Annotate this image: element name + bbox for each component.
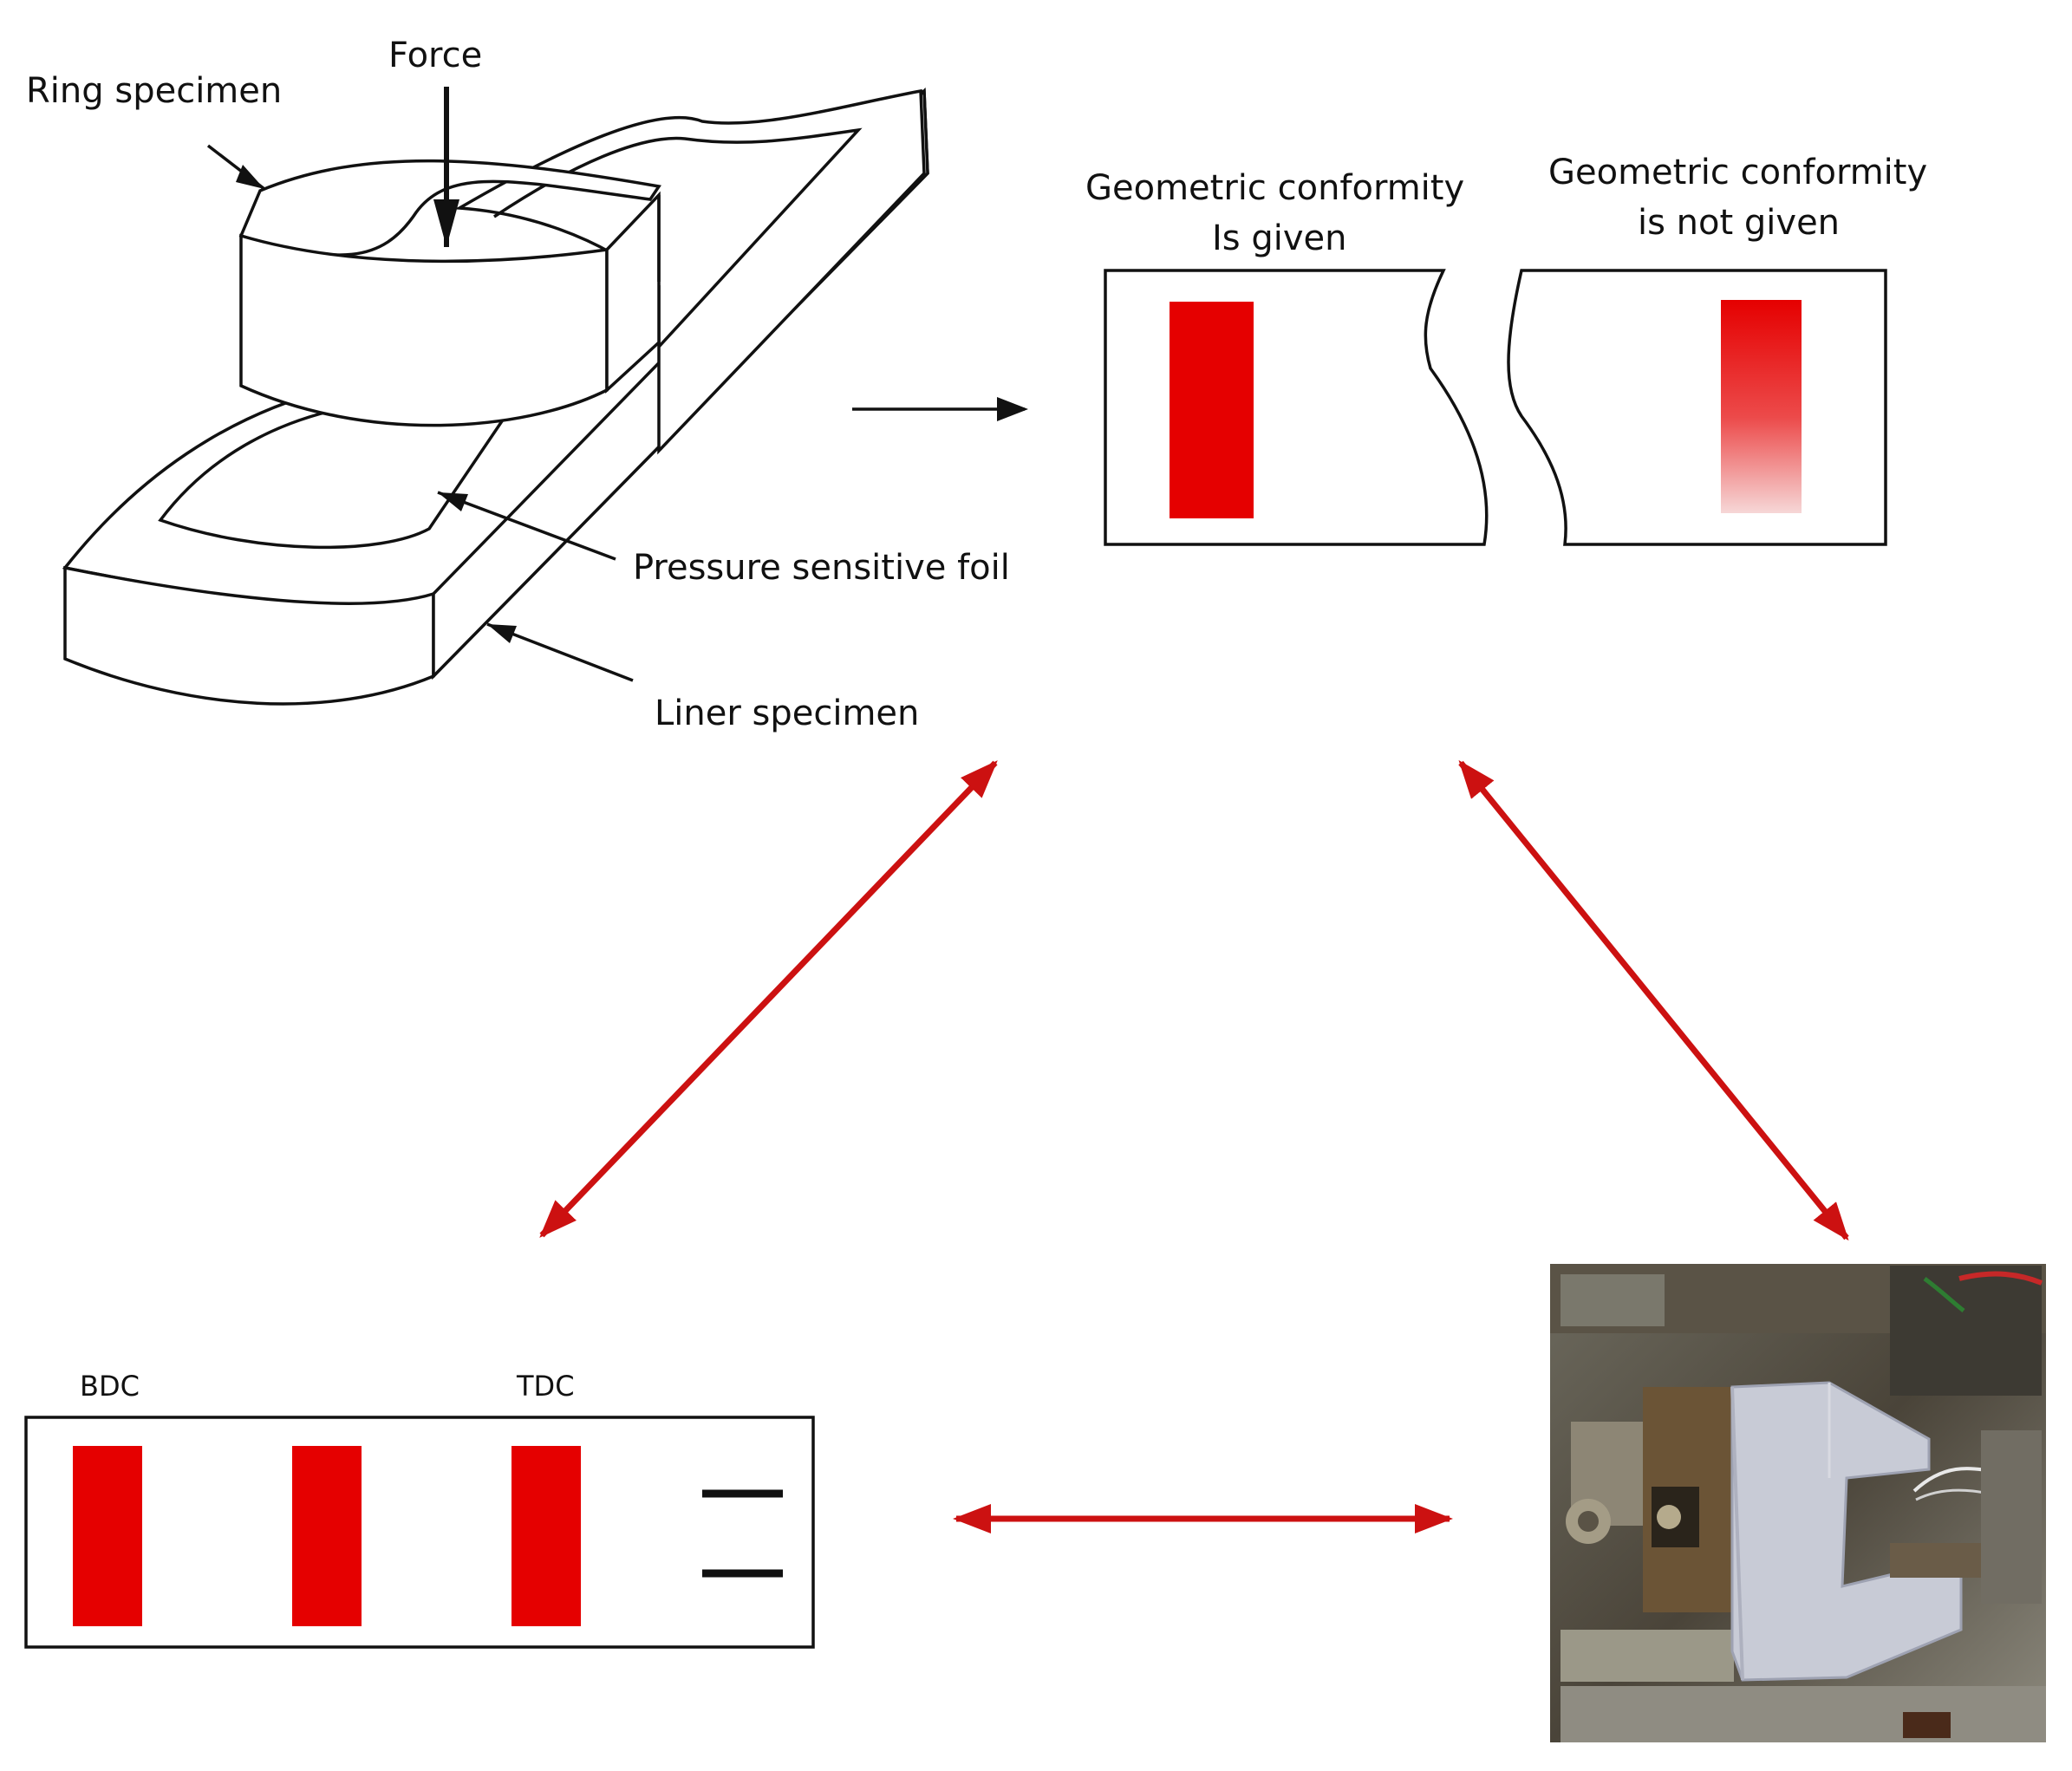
relation-arrow-right xyxy=(1458,759,1849,1241)
foil-leader xyxy=(437,491,616,561)
imprint-3 xyxy=(511,1446,581,1626)
ring-top xyxy=(238,159,661,257)
force-arrow-head xyxy=(433,199,459,247)
imprint-uniform xyxy=(1170,302,1254,518)
ring-front xyxy=(239,233,609,427)
label-conformity-not-given-1: Geometric conformity xyxy=(1548,153,1927,192)
imprint-2 xyxy=(292,1446,362,1626)
test-rig-illustration xyxy=(62,87,929,706)
label-pressure-foil: Pressure sensitive foil xyxy=(633,548,1010,588)
label-bdc: BDC xyxy=(80,1370,140,1403)
label-conformity-given-2: Is given xyxy=(1212,218,1347,258)
relation-arrow-left xyxy=(539,760,998,1238)
foil-strip-conformity-given xyxy=(1104,269,1489,546)
imprint-fading xyxy=(1721,300,1802,513)
ring-side xyxy=(605,191,661,394)
label-conformity-not-given-2: is not given xyxy=(1638,203,1840,243)
label-ring-specimen: Ring specimen xyxy=(26,71,282,111)
imprint-1 xyxy=(73,1446,142,1626)
test-rig-photo xyxy=(1550,1264,2046,1742)
label-tdc: TDC xyxy=(516,1370,575,1403)
liner-foil-strip xyxy=(24,1416,815,1649)
label-conformity-given-1: Geometric conformity xyxy=(1085,168,1464,208)
foil-strip-conformity-not-given xyxy=(1507,269,1887,546)
label-liner-specimen: Liner specimen xyxy=(655,693,919,733)
label-force: Force xyxy=(388,36,482,75)
